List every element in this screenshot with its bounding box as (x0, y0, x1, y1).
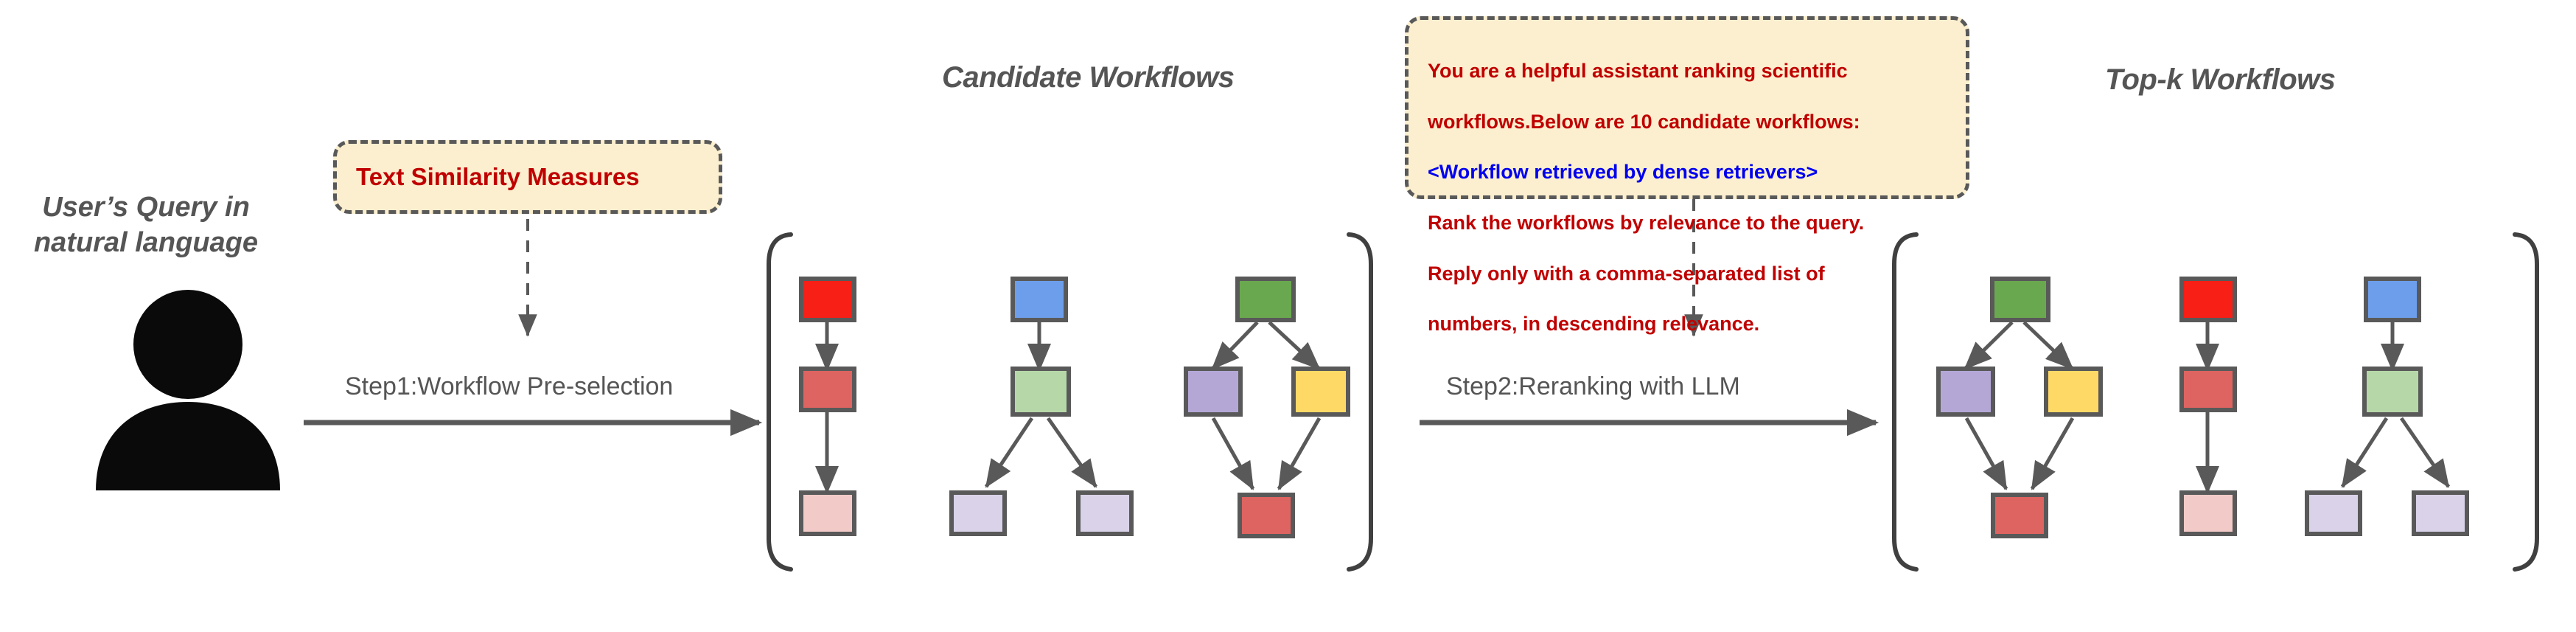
node-blue (1010, 277, 1068, 322)
node-light-green (2362, 367, 2423, 417)
node-light-green (1010, 367, 1071, 417)
prompt-line-1: You are a helpful assistant ranking scie… (1428, 60, 1848, 83)
text-similarity-callout: Text Similarity Measures (333, 140, 722, 214)
node-pale-pink (799, 490, 856, 536)
node-pale-pink (2179, 490, 2237, 536)
step2-label: Step2:Reranking with LLM (1446, 372, 1740, 400)
user-avatar-icon (88, 284, 287, 490)
prompt-line-5: Reply only with a comma-separated list o… (1428, 262, 1825, 285)
prompt-line-4: Rank the workflows by relevance to the q… (1428, 211, 1865, 234)
node-green (1990, 277, 2050, 322)
node-purple (1936, 367, 1995, 417)
node-red (799, 277, 856, 322)
llm-prompt-callout: You are a helpful assistant ranking scie… (1405, 16, 1969, 335)
node-yellow (1291, 367, 1350, 417)
node-dark-red-bottom (1991, 493, 2048, 538)
prompt-line-6: numbers, in descending relevance. (1428, 313, 1760, 336)
node-blue (2364, 277, 2421, 322)
node-green (1235, 277, 1296, 322)
node-lavender-right (2412, 490, 2469, 536)
prompt-line-2: workflows.Below are 10 candidate workflo… (1428, 110, 1860, 133)
node-lavender-left (949, 490, 1007, 536)
step1-label: Step1:Workflow Pre-selection (345, 372, 674, 400)
prompt-line-3: <Workflow retrieved by dense retrievers> (1428, 161, 1818, 184)
node-dark-red (2179, 367, 2237, 412)
topk-workflows-title: Top-k Workflows (2105, 63, 2336, 96)
node-purple (1184, 367, 1243, 417)
user-query-label: User’s Query in natural language (33, 192, 259, 258)
node-lavender-right (1076, 490, 1134, 536)
node-dark-red-bottom (1238, 493, 1295, 538)
node-red (2179, 277, 2237, 322)
node-dark-red (799, 367, 856, 412)
prompt-text: You are a helpful assistant ranking scie… (1409, 20, 1966, 348)
candidate-workflows-title: Candidate Workflows (942, 61, 1235, 94)
text-similarity-label: Text Similarity Measures (356, 163, 640, 190)
node-lavender-left (2305, 490, 2362, 536)
node-yellow (2044, 367, 2103, 417)
